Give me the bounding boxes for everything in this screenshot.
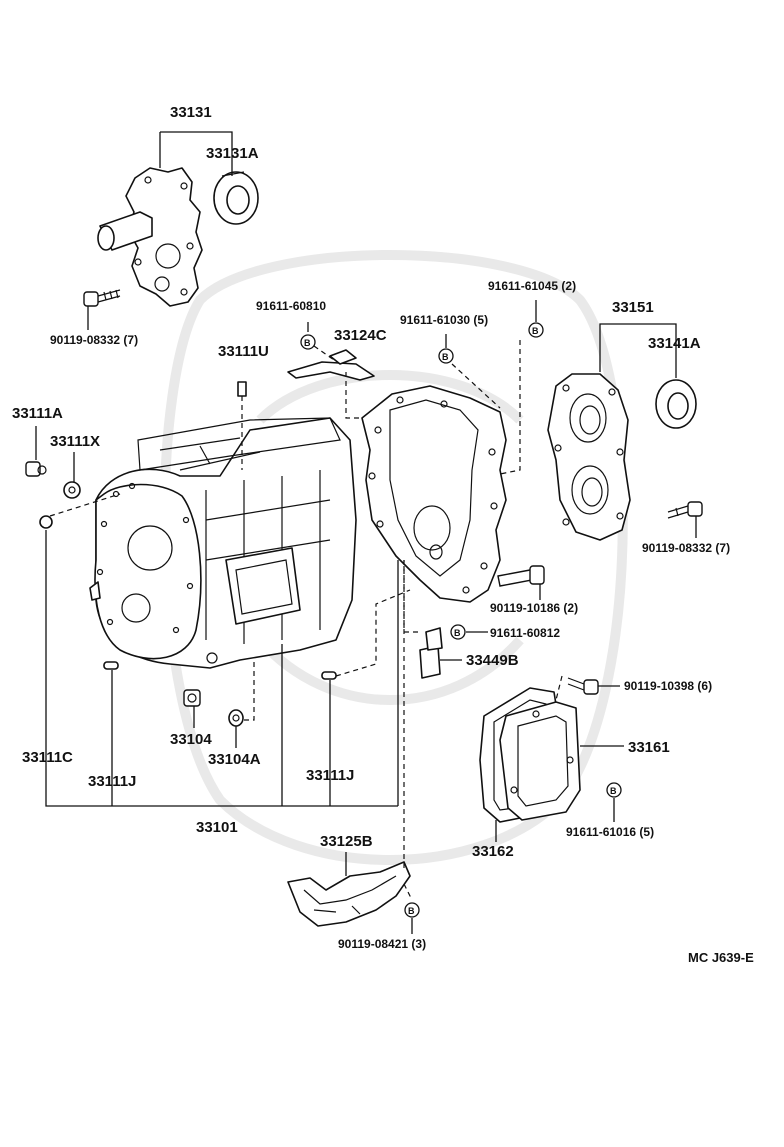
bolt-90119-08332-top (83, 289, 121, 307)
label-33151: 33151 (612, 299, 654, 316)
dash-33104a (244, 660, 255, 721)
dash-33111x (49, 493, 121, 517)
label-33104: 33104 (170, 731, 212, 748)
label-33111a: 33111A (12, 405, 63, 422)
svg-text:B: B (442, 352, 449, 362)
label-91611-61016: 91611-61016 (5) (566, 825, 654, 839)
dowel-33111u (237, 381, 247, 397)
label-33124c: 33124C (334, 327, 387, 344)
dash-91611-61045 (489, 340, 521, 477)
label-33104a: 33104A (208, 751, 261, 768)
label-33449b: 33449B (466, 652, 519, 669)
marker-b-91611-61016: B (606, 782, 622, 798)
diagram-code: MC J639-E (688, 950, 754, 965)
label-33111c: 33111C (22, 749, 73, 766)
label-90119-08332-right: 90119-08332 (7) (642, 541, 730, 555)
label-33161: 33161 (628, 739, 670, 756)
marker-b-91611-60812: B (450, 624, 466, 640)
svg-text:B: B (408, 906, 415, 916)
dash-90119-08421 (403, 883, 413, 901)
rear-cover-33151 (547, 373, 631, 541)
leader-33151 (599, 323, 677, 378)
dash-91611-61030 (451, 363, 501, 409)
label-33111u: 33111U (218, 343, 269, 360)
oil-seal-33141a (655, 379, 697, 429)
bolt-90119-08332-right (667, 501, 703, 519)
label-90119-10398: 90119-10398 (6) (624, 679, 712, 693)
bolt-90119-10186 (497, 565, 545, 587)
svg-text:B: B (610, 786, 617, 796)
leader-33131 (159, 131, 233, 176)
bracket-33124c (287, 349, 375, 381)
dash-33111j-mid (335, 589, 411, 677)
oil-seal-33131a (213, 171, 259, 225)
marker-b-90119-08421: B (404, 902, 420, 918)
extension-housing-33131 (97, 167, 203, 307)
leader-33111c (45, 530, 398, 807)
label-90119-08332-top: 90119-08332 (7) (50, 333, 138, 347)
svg-text:B: B (454, 628, 461, 638)
label-33131: 33131 (170, 104, 212, 121)
label-90119-08421: 90119-08421 (3) (338, 937, 426, 951)
intermediate-plate (361, 385, 507, 603)
label-33111j-mid: 33111J (306, 767, 354, 784)
bolt-33104 (183, 689, 201, 707)
svg-text:B: B (304, 338, 311, 348)
washer-33111x (63, 481, 81, 499)
sensor-33449b (419, 627, 443, 679)
guard-33125b (287, 861, 411, 927)
marker-b-91611-61045: B (528, 322, 544, 338)
label-33141a: 33141A (648, 335, 701, 352)
bolt-90119-10398 (567, 677, 599, 695)
label-90119-10186: 90119-10186 (2) (490, 601, 578, 615)
marker-b-91611-61030: B (438, 348, 454, 364)
cover-33161 (499, 701, 581, 821)
pin-33111j-mid (321, 671, 337, 680)
plug-33111c (39, 515, 53, 529)
label-33101: 33101 (196, 819, 238, 836)
label-91611-60812: 91611-60812 (490, 626, 560, 640)
dash-91611-60810 (313, 345, 335, 361)
label-91611-60810: 91611-60810 (256, 299, 326, 313)
label-33111j-left: 33111J (88, 773, 136, 790)
label-33125b: 33125B (320, 833, 373, 850)
transmission-case-33101 (89, 417, 357, 669)
marker-b-91611-60810: B (300, 334, 316, 350)
bolt-33111a (25, 461, 47, 477)
label-33111x: 33111X (50, 433, 100, 450)
label-91611-61045: 91611-61045 (2) (488, 279, 576, 293)
nut-33104a (228, 709, 244, 727)
label-33162: 33162 (472, 843, 514, 860)
label-91611-61030: 91611-61030 (5) (400, 313, 488, 327)
label-33131a: 33131A (206, 145, 259, 162)
svg-text:B: B (532, 326, 539, 336)
pin-33111j-left (103, 661, 119, 670)
